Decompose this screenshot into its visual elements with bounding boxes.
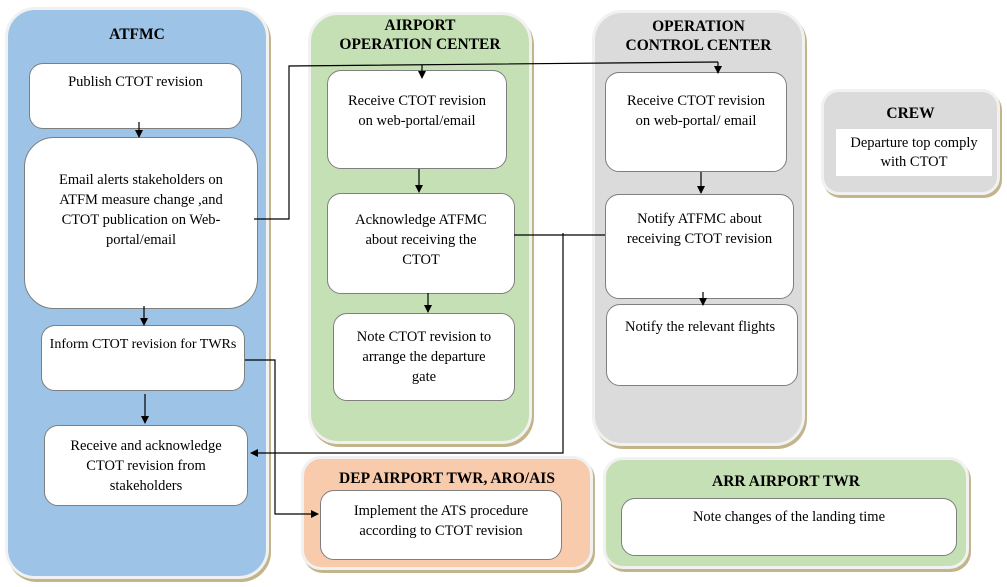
step-inform-twrs: Inform CTOT revision for TWRs <box>41 325 245 391</box>
lane-title-crew: CREW <box>886 105 935 122</box>
step-crew-departure: Departure top comply with CTOT <box>836 129 992 176</box>
step-text: Acknowledge ATFMC about receiving the CT… <box>355 212 487 268</box>
step-occ-receive-ctot: Receive CTOT revision on web-portal/ ema… <box>605 72 787 172</box>
step-text: Publish CTOT revision <box>68 74 203 90</box>
step-dep-implement-ats: Implement the ATS procedure according to… <box>320 490 562 560</box>
step-text: Receive CTOT revision on web-portal/ ema… <box>627 93 765 129</box>
step-text: Departure top comply with CTOT <box>850 135 978 170</box>
lane-title-dep-twr: DEP AIRPORT TWR, ARO/AIS <box>339 470 555 487</box>
step-publish-ctot: Publish CTOT revision <box>29 63 242 129</box>
step-occ-notify-flights: Notify the relevant flights <box>606 304 798 386</box>
step-occ-notify-atfmc: Notify ATFMC about receiving CTOT revisi… <box>605 194 794 299</box>
step-text: Implement the ATS procedure according to… <box>353 503 529 539</box>
step-text: Receive and acknowledge CTOT revision fr… <box>70 438 222 494</box>
lane-title-atfmc: ATFMC <box>109 26 165 43</box>
lane-title-occ: OPERATION CONTROL CENTER <box>625 18 772 54</box>
step-aoc-receive-ctot: Receive CTOT revision on web-portal/emai… <box>327 70 507 169</box>
lane-title-aoc: AIRPORT OPERATION CENTER <box>339 17 501 53</box>
lane-title-arr-twr: ARR AIRPORT TWR <box>712 473 860 490</box>
step-arr-note-landing: Note changes of the landing time <box>621 498 957 556</box>
step-text: Receive CTOT revision on web-portal/emai… <box>348 93 486 129</box>
step-email-alerts: Email alerts stakeholders on ATFM measur… <box>24 137 258 309</box>
step-text: Inform CTOT revision for TWRs <box>49 337 237 352</box>
step-text: Note CTOT revision to arrange the depart… <box>356 329 492 385</box>
step-text: Note changes of the landing time <box>692 509 886 525</box>
step-aoc-note-gate: Note CTOT revision to arrange the depart… <box>333 313 515 401</box>
step-text: Notify the relevant flights <box>625 319 776 335</box>
step-receive-acknowledge: Receive and acknowledge CTOT revision fr… <box>44 425 248 506</box>
step-aoc-acknowledge: Acknowledge ATFMC about receiving the CT… <box>327 193 515 294</box>
step-text: Email alerts stakeholders on ATFM measur… <box>59 172 223 248</box>
step-text: Notify ATFMC about receiving CTOT revisi… <box>626 211 773 247</box>
